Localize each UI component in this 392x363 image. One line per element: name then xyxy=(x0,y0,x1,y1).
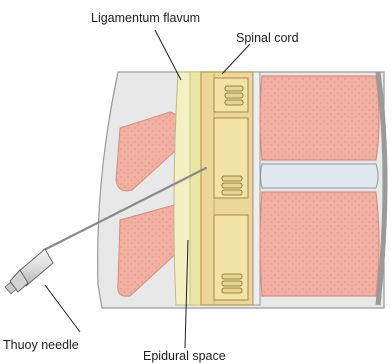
nerve-root-1 xyxy=(214,78,248,112)
label-spinal-cord: Spinal cord xyxy=(236,31,299,45)
intervertebral-disc xyxy=(261,164,379,188)
nerve-root-3 xyxy=(214,215,248,300)
vertebral-body-lower xyxy=(260,192,379,296)
posterior-ligament xyxy=(253,72,260,305)
leader-spinal-cord xyxy=(222,44,250,74)
epidural-space xyxy=(190,72,202,305)
label-ligamentum-flavum: Ligamentum flavum xyxy=(91,11,200,25)
label-epidural-space: Epidural space xyxy=(143,349,226,363)
leader-tuohy-needle xyxy=(45,285,80,332)
nerve-root-2 xyxy=(214,118,248,198)
vertebral-body-upper xyxy=(260,76,379,160)
label-tuohy-needle: Thuoy needle xyxy=(3,338,79,352)
